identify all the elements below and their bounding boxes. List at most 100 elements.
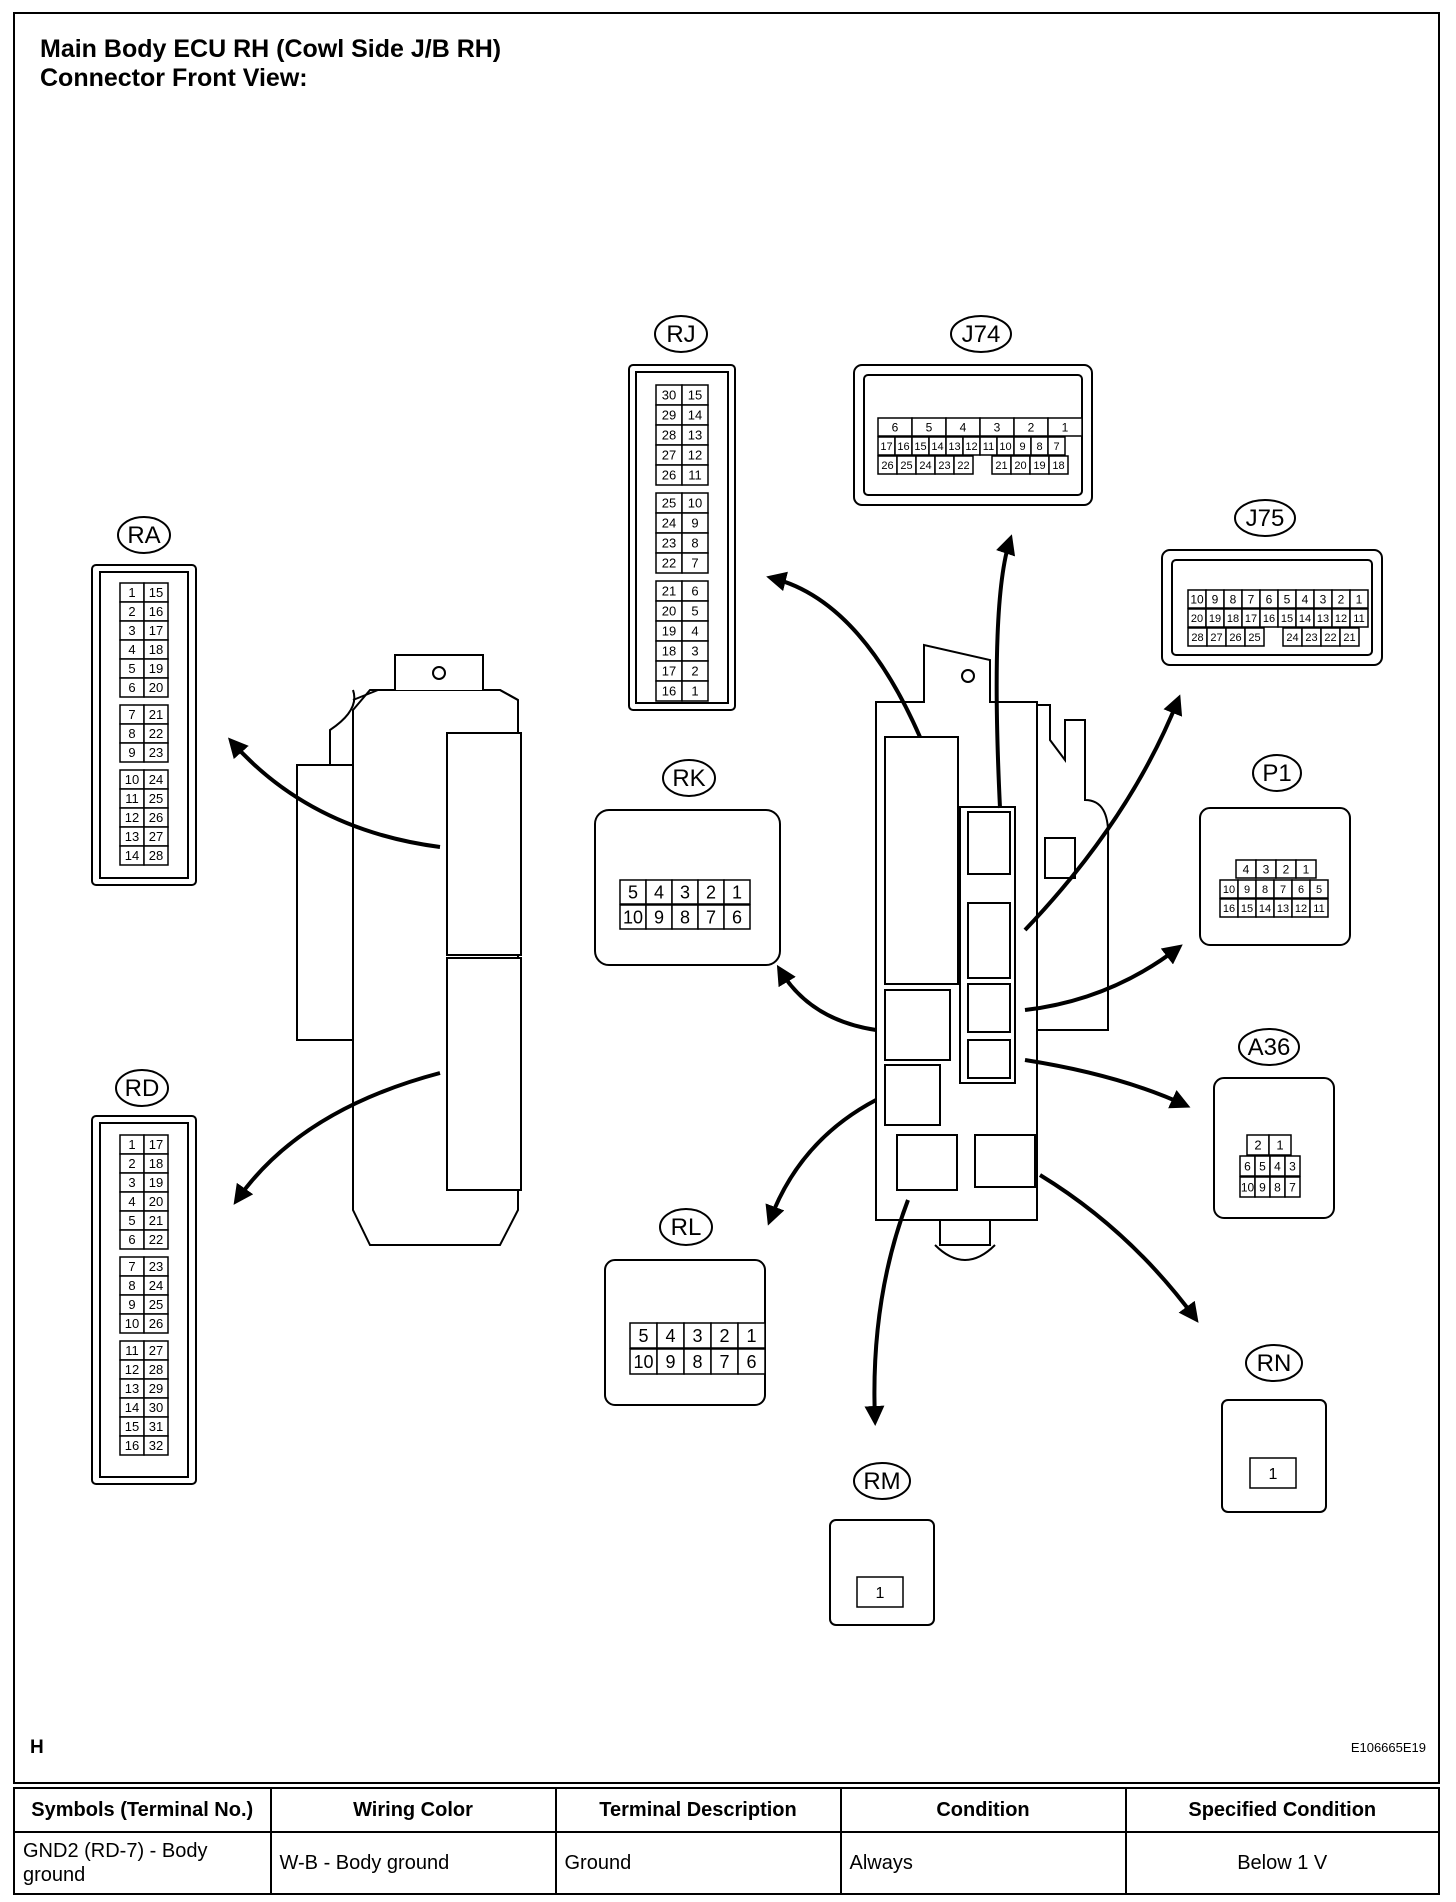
j74-pin-box [1048, 455, 1069, 475]
rd-pin-number: 15 [125, 1419, 139, 1434]
rj-pin-number: 17 [662, 664, 676, 679]
rd-pin-number: 25 [149, 1297, 163, 1312]
j74-pin-number: 14 [931, 441, 943, 453]
rd-pin-number: 2 [128, 1156, 135, 1171]
terminal-spec-table: Symbols (Terminal No.) Wiring Color Term… [13, 1787, 1440, 1895]
label-rm: RM [863, 1468, 900, 1495]
ra-pin-number: 1 [128, 585, 135, 600]
rd-pin-number: 9 [128, 1297, 135, 1312]
rd-pin-box [143, 1435, 169, 1456]
rl-pin-box [629, 1322, 658, 1349]
rk-pin-box [671, 879, 699, 905]
rd-pin-box [143, 1313, 169, 1334]
arrow-to-j75 [1023, 694, 1183, 932]
label-rd: RD [125, 1075, 160, 1102]
rd-pin-number: 5 [128, 1213, 135, 1228]
rk-pin-number: 9 [654, 907, 664, 927]
rj-pin-number: 23 [662, 536, 676, 551]
rd-pin-number: 12 [125, 1362, 139, 1377]
p1-pin-number: 11 [1313, 903, 1324, 915]
rk-pin-number: 6 [732, 907, 742, 927]
arrow-to-rl [765, 1098, 877, 1226]
ra-pin-number: 11 [125, 791, 139, 806]
ra-pin-number: 27 [149, 829, 163, 844]
rd-pin-number: 4 [128, 1194, 135, 1209]
rd-pin-number: 27 [149, 1343, 163, 1358]
rl-pin-box [737, 1322, 766, 1349]
label-ra: RA [127, 522, 160, 549]
arrow-to-ra [228, 737, 441, 849]
j74-pin-number: 2 [1028, 420, 1035, 434]
rd-pin-number: 8 [128, 1278, 135, 1293]
label-j75: J75 [1246, 505, 1285, 532]
ra-pin-number: 18 [149, 642, 163, 657]
ra-pin-box [143, 677, 169, 698]
j75-pin-number: 26 [1229, 632, 1241, 644]
ecu-right-body [875, 643, 1110, 1261]
p1-pin-number: 12 [1295, 903, 1307, 915]
j75-pin-number: 3 [1320, 592, 1327, 606]
label-p1: P1 [1262, 760, 1291, 787]
j74-pin-number: 8 [1036, 441, 1042, 453]
j74-pin-number: 1 [1062, 420, 1069, 434]
rl-pin-number: 8 [692, 1352, 702, 1372]
ra-pin-number: 23 [149, 745, 163, 760]
p1-pin-number: 3 [1263, 862, 1270, 876]
j75-pin-number: 9 [1212, 592, 1219, 606]
p1-pin-box [1295, 859, 1317, 879]
a36-pin-box [1268, 1134, 1292, 1156]
j74-pin-number: 24 [919, 460, 931, 472]
arrow-to-rm [864, 1199, 910, 1426]
p1-pin-box [1309, 898, 1329, 918]
rd-pin-number: 22 [149, 1232, 163, 1247]
rj-pin-number: 5 [691, 604, 698, 619]
cell-specified-condition: Below 1 V [1124, 1831, 1440, 1895]
arrow-to-j74 [994, 534, 1016, 809]
rd-pin-number: 20 [149, 1194, 163, 1209]
ra-pin-number: 28 [149, 848, 163, 863]
ra-pin-number: 7 [128, 707, 135, 722]
rd-pin-box [143, 1229, 169, 1250]
rl-pin-box [683, 1348, 712, 1375]
rj-pin-number: 21 [662, 584, 676, 599]
j74-pin-number: 6 [892, 420, 899, 434]
cell-condition: Always [839, 1831, 1127, 1895]
a36-pin-box [1284, 1176, 1301, 1198]
rj-pin-number: 11 [688, 468, 702, 483]
j74-pin-number: 19 [1033, 460, 1045, 472]
rl-pin-number: 4 [665, 1326, 675, 1346]
ra-pin-number: 6 [128, 680, 135, 695]
rd-pin-number: 30 [149, 1400, 163, 1415]
j75-pin-number: 10 [1190, 592, 1204, 606]
j75-pin-number: 25 [1248, 632, 1260, 644]
diagram-subtitle: Connector Front View: [40, 64, 308, 92]
label-rl: RL [671, 1214, 702, 1241]
rk-pin-box [671, 904, 699, 930]
j74-pin-number: 5 [926, 420, 933, 434]
rj-pin-number: 28 [662, 428, 676, 443]
j74-pin-number: 26 [881, 460, 893, 472]
p1-pin-box [1309, 879, 1329, 899]
j75-pin-number: 27 [1210, 632, 1222, 644]
j74-pin-number: 17 [880, 441, 892, 453]
j75-pin-box [1349, 608, 1369, 628]
rj-pin-number: 14 [688, 408, 702, 423]
ra-pin-number: 2 [128, 604, 135, 619]
j75-pin-number: 20 [1191, 613, 1203, 625]
ra-pin-number: 12 [125, 810, 139, 825]
header-wiring-color: Wiring Color [269, 1787, 557, 1833]
p1-pin-number: 6 [1298, 884, 1304, 896]
p1-pin-number: 1 [1303, 862, 1310, 876]
rj-pin-number: 18 [662, 644, 676, 659]
header-terminal-description: Terminal Description [554, 1787, 842, 1833]
rk-pin-box [697, 904, 725, 930]
connector-label-texts: RA RD RJ J74 J75 RK P1 A36 RL RM RN [125, 321, 1292, 1495]
rd-pin-number: 32 [149, 1438, 163, 1453]
rj-pin-number: 2 [691, 664, 698, 679]
rl-pin-box [629, 1348, 658, 1375]
j75-pin-number: 22 [1324, 632, 1336, 644]
rk-pin-box [723, 904, 751, 930]
rd-pin-number: 28 [149, 1362, 163, 1377]
cell-symbol: GND2 (RD-7) - Body ground [13, 1831, 272, 1895]
rk-pin-number: 7 [706, 907, 716, 927]
